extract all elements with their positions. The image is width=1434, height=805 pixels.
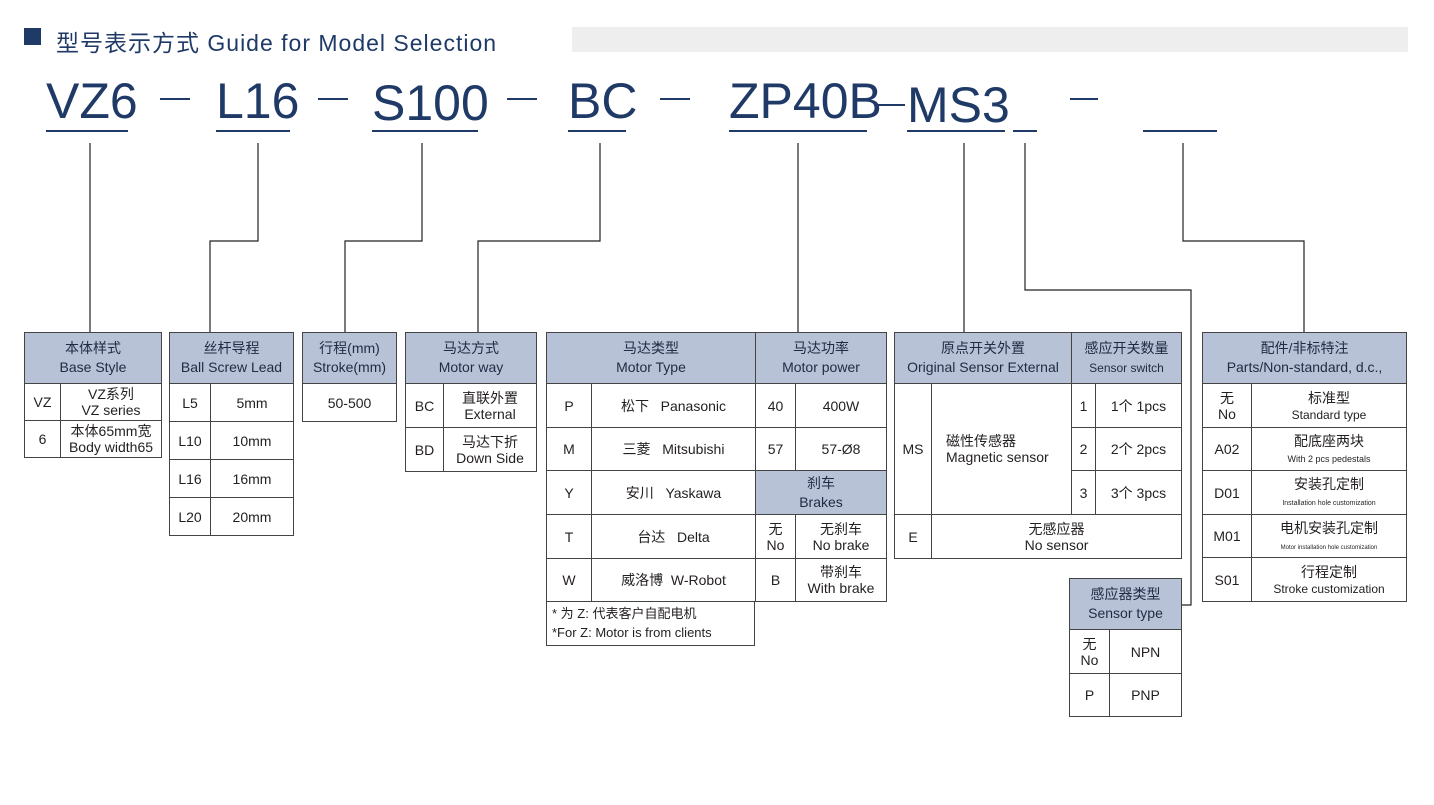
connector-stroke <box>344 143 423 332</box>
code-separator <box>1070 98 1098 100</box>
code-motor-way: BC <box>568 73 638 129</box>
code-blank-underline <box>1143 130 1217 132</box>
stroke-header: 行程(mm)Stroke(mm) <box>302 332 397 384</box>
table-row: 3 3个 3pcs <box>895 470 1182 515</box>
header-bar <box>572 27 1408 52</box>
code-base-style: VZ6 <box>46 73 138 129</box>
code-sensor: MS3 <box>907 77 1010 133</box>
code-separator <box>660 98 690 100</box>
code-separator <box>507 98 537 100</box>
code-separator <box>875 104 905 106</box>
connector-lead <box>209 143 259 332</box>
code-separator <box>160 98 190 100</box>
connector-motor-way <box>477 143 601 332</box>
code-underline <box>372 130 478 132</box>
code-lead: L16 <box>216 73 300 129</box>
code-motor: ZP40B <box>729 73 882 129</box>
code-stroke: S100 <box>372 75 489 131</box>
code-underline <box>46 130 128 132</box>
motor-type-note: * 为 Z: 代表客户自配电机 *For Z: Motor is from cl… <box>546 602 755 646</box>
connector-parts <box>1182 143 1305 332</box>
connector-sensor-type <box>1024 143 1192 606</box>
table-row: P PNP <box>1069 673 1182 717</box>
code-underline <box>216 130 290 132</box>
stroke-table: 行程(mm)Stroke(mm) 50-500 <box>302 332 397 422</box>
page-title: 型号表示方式 Guide for Model Selection <box>56 30 498 56</box>
table-row: 50-500 <box>302 383 397 422</box>
table-row: 2 2个 2pcs <box>895 427 1182 471</box>
code-underline <box>729 130 867 132</box>
header-square-icon <box>24 28 41 45</box>
code-separator <box>318 98 348 100</box>
code-underline <box>568 130 626 132</box>
code-underline <box>907 130 1005 132</box>
code-blank-underline <box>1013 130 1037 132</box>
